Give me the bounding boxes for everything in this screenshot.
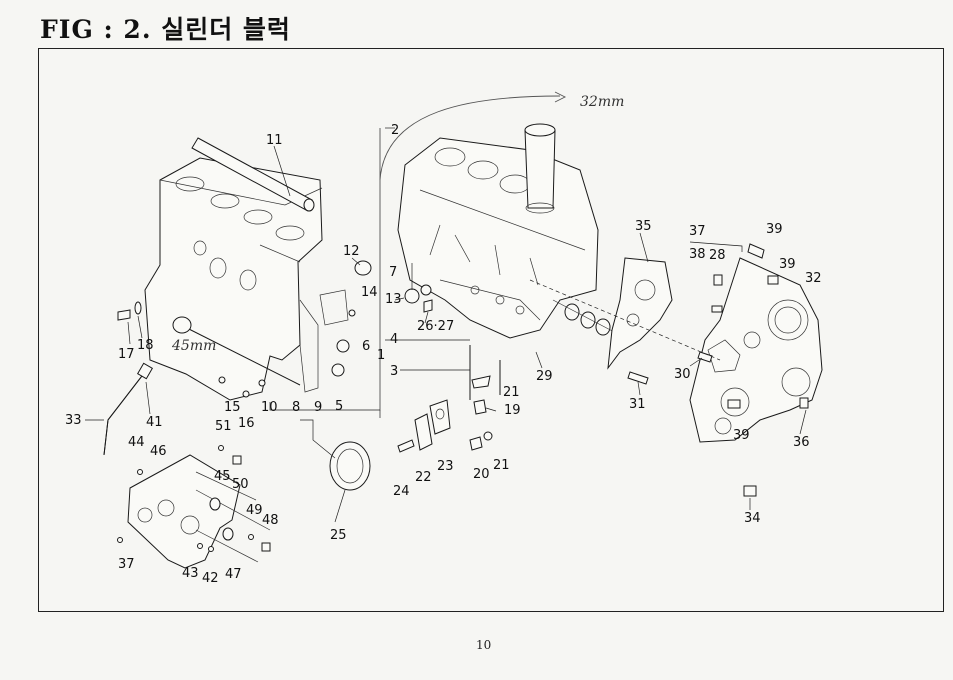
- label-part-4: 4: [390, 332, 398, 347]
- parts-17-18: [117, 301, 142, 321]
- label-part-28: 28: [709, 248, 726, 263]
- part-11-rod: [191, 137, 315, 212]
- label-part-36: 36: [793, 435, 810, 450]
- gear-case-fasteners: [627, 243, 809, 497]
- label-part-49: 49: [246, 503, 263, 518]
- part-26-27: [423, 299, 433, 313]
- handwritten-arrow: [379, 95, 561, 181]
- part-46-plate: [127, 454, 271, 569]
- oil-cooler-parts: [397, 345, 501, 453]
- label-part-22: 22: [415, 470, 432, 485]
- leader-lines: [85, 145, 807, 523]
- label-part-50: 50: [232, 477, 249, 492]
- label-part-42: 42: [202, 571, 219, 586]
- diagram-frame: [38, 48, 944, 612]
- label-part-43: 43: [182, 566, 199, 581]
- label-part-47: 47: [225, 567, 242, 582]
- part-13-plug: [404, 288, 420, 304]
- part-labels: 1 2 3 4 5 6 7 8 9 10 11 12 13 14 15 16 1…: [65, 123, 822, 586]
- label-part-15: 15: [224, 400, 241, 415]
- label-part-25: 25: [330, 528, 347, 543]
- part-8-plug: [172, 316, 192, 334]
- label-part-34: 34: [744, 511, 761, 526]
- small-plugs: [218, 260, 372, 398]
- page-title: FIG : 2. 실린더 블럭: [40, 15, 291, 44]
- label-part-19: 19: [504, 403, 521, 418]
- label-part-21b: 21: [493, 458, 510, 473]
- label-part-13: 13: [385, 292, 402, 307]
- label-part-39a: 39: [766, 222, 783, 237]
- assembly-guide: [529, 279, 721, 361]
- label-part-44: 44: [128, 435, 145, 450]
- label-part-3: 3: [390, 364, 398, 379]
- part-32-gear-case: [689, 257, 823, 443]
- label-part-16: 16: [238, 416, 255, 431]
- part-7-plug: [420, 284, 432, 296]
- label-part-48: 48: [262, 513, 279, 528]
- handwritten-arrowhead: [554, 91, 567, 103]
- label-part-7: 7: [389, 265, 397, 280]
- label-part-9: 9: [314, 400, 322, 415]
- handwritten-note-45mm: 45mm: [171, 338, 216, 354]
- label-part-12: 12: [343, 244, 360, 259]
- part-35-gasket: [607, 257, 673, 370]
- label-part-51: 51: [215, 419, 232, 434]
- label-part-11: 11: [266, 133, 283, 148]
- label-part-32: 32: [805, 271, 822, 286]
- part-29-seals: [552, 299, 621, 336]
- label-part-6: 6: [362, 339, 370, 354]
- label-part-31: 31: [629, 397, 646, 412]
- part-25-oil-seal: [329, 441, 371, 491]
- label-part-46: 46: [150, 444, 167, 459]
- label-part-38: 38: [689, 247, 706, 262]
- label-part-39c: 39: [733, 428, 750, 443]
- label-part-29: 29: [536, 369, 553, 384]
- label-part-33: 33: [65, 413, 82, 428]
- label-part-2: 2: [391, 123, 399, 138]
- label-part-10: 10: [261, 400, 278, 415]
- page-number: 10: [476, 638, 492, 652]
- group-brackets: [269, 127, 470, 459]
- label-part-24: 24: [393, 484, 410, 499]
- label-part-1: 1: [377, 348, 385, 363]
- label-part-14: 14: [361, 285, 378, 300]
- label-part-8: 8: [292, 400, 300, 415]
- label-part-20: 20: [473, 467, 490, 482]
- label-part-45: 45: [214, 469, 231, 484]
- label-part-17: 17: [118, 347, 135, 362]
- label-part-5: 5: [335, 399, 343, 414]
- leader-37: [689, 241, 743, 252]
- label-part-21a: 21: [503, 385, 520, 400]
- label-part-41: 41: [146, 415, 163, 430]
- label-part-30: 30: [674, 367, 691, 382]
- part-2-cylinder-liner: [524, 123, 556, 214]
- part-8-shaft: [174, 321, 301, 386]
- label-part-37: 37: [689, 224, 706, 239]
- handwritten-note-32mm: 32mm: [580, 94, 624, 110]
- label-part-35: 35: [635, 219, 652, 234]
- label-part-18: 18: [137, 338, 154, 353]
- label-part-39b: 39: [779, 257, 796, 272]
- part-33-oil-pipe: [103, 362, 154, 456]
- bolts-lower-left: [117, 445, 271, 552]
- label-part-37b: 37: [118, 557, 135, 572]
- label-part-26-27: 26·27: [417, 319, 454, 334]
- label-part-23: 23: [437, 459, 454, 474]
- cylinder-block-rear: [144, 157, 323, 401]
